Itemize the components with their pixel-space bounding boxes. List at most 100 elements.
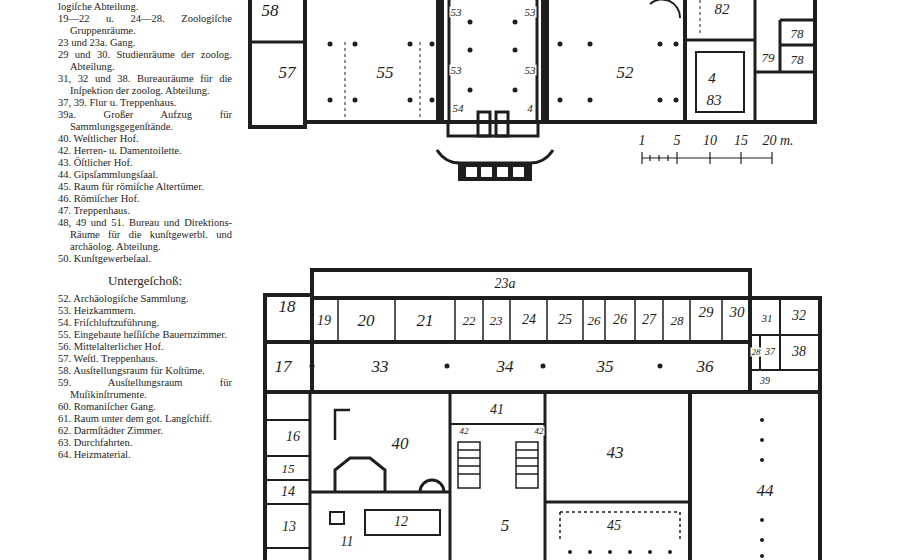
upper-plan-walls bbox=[650, 0, 680, 18]
key-entry: 39a. Großer Aufzug für Sammlungsgegenſtä… bbox=[58, 109, 232, 133]
lower-plan-thin bbox=[721, 298, 723, 342]
upper-plan-walls bbox=[541, 0, 549, 122]
room-number: 55 bbox=[376, 64, 395, 81]
column-dots bbox=[588, 550, 592, 554]
scale-figure: 15 bbox=[733, 134, 749, 148]
upper-plan-walls bbox=[436, 0, 444, 122]
key-entry: 64. Heizmaterial. bbox=[58, 449, 232, 461]
column-dots bbox=[648, 550, 652, 554]
room-number: 16 bbox=[285, 430, 301, 444]
lower-plan-walls bbox=[450, 423, 545, 425]
room-number: 21 bbox=[416, 312, 435, 329]
column-dots bbox=[468, 20, 473, 25]
upper-plan-walls bbox=[696, 52, 744, 112]
lower-plan-thin bbox=[482, 298, 484, 342]
entrance-steps bbox=[481, 167, 492, 177]
upper-plan-walls bbox=[448, 0, 451, 122]
scale-figure: 10 bbox=[702, 134, 718, 148]
column-dots bbox=[558, 42, 563, 47]
column-dots bbox=[328, 98, 333, 103]
column-dots bbox=[408, 42, 413, 47]
scale-figure: 5 bbox=[673, 134, 682, 148]
lower-plan-thin bbox=[335, 410, 350, 440]
scale-figure: 1 bbox=[638, 134, 647, 148]
lower-plan-thin bbox=[509, 298, 511, 342]
lower-plan-walls bbox=[545, 501, 690, 504]
column-dots bbox=[658, 98, 663, 103]
key-entry: 45. Raum für römiſche Altertümer. bbox=[58, 181, 232, 193]
lower-plan-thin bbox=[516, 473, 538, 475]
lower-plan-walls bbox=[265, 392, 690, 560]
key-entry: 52. Archäologiſche Sammlung. bbox=[58, 293, 232, 305]
scale-bar bbox=[709, 152, 710, 164]
lower-plan-walls bbox=[420, 480, 444, 492]
column-dots bbox=[353, 42, 358, 47]
lower-plan-walls bbox=[265, 547, 310, 549]
room-number: 32 bbox=[791, 309, 807, 323]
scale-bar bbox=[642, 157, 772, 158]
key-entry: 23 und 23a. Gang. bbox=[58, 37, 232, 49]
lower-plan-thin bbox=[458, 442, 480, 488]
room-number: 26 bbox=[587, 314, 602, 327]
room-number: 83 bbox=[706, 93, 723, 108]
lower-plan-thin bbox=[394, 298, 396, 342]
lower-plan-walls bbox=[265, 419, 310, 421]
room-number: 17 bbox=[274, 358, 293, 375]
column-dots bbox=[760, 438, 764, 442]
room-number: 14 bbox=[280, 485, 296, 499]
key-entry: 47. Treppenhaus. bbox=[58, 205, 232, 217]
room-number: 53 bbox=[450, 65, 463, 76]
room-number: 28 bbox=[670, 314, 685, 327]
upper-plan-dashes bbox=[345, 42, 346, 118]
upper-plan-walls bbox=[536, 0, 539, 122]
column-dots bbox=[588, 42, 593, 47]
column-dots bbox=[408, 98, 413, 103]
entrance-steps bbox=[466, 167, 477, 177]
room-number: 41 bbox=[489, 403, 505, 417]
room-number: 23 bbox=[489, 314, 504, 327]
lower-plan-walls bbox=[309, 392, 312, 560]
lower-plan-thin bbox=[458, 457, 480, 459]
lower-plan-walls bbox=[365, 510, 440, 535]
lower-plan-walls bbox=[265, 479, 310, 481]
room-number: 39 bbox=[759, 376, 771, 386]
entrance-steps bbox=[437, 150, 553, 163]
column-dots bbox=[430, 42, 435, 47]
upper-plan-walls bbox=[448, 122, 538, 136]
key-entry: 60. Romaniſcher Gang. bbox=[58, 401, 232, 413]
key-heading: Untergeſchoß: bbox=[58, 273, 232, 289]
column-dots bbox=[541, 364, 546, 369]
column-dots bbox=[760, 518, 764, 522]
upper-plan-walls bbox=[250, 0, 305, 127]
lower-plan-thin bbox=[458, 465, 480, 467]
entrance-steps bbox=[497, 167, 508, 177]
room-number: 22 bbox=[462, 314, 477, 327]
key-entry: 61. Raum unter dem got. Langſchiff. bbox=[58, 413, 232, 425]
lower-plan-thin bbox=[337, 298, 339, 342]
upper-plan-walls bbox=[250, 0, 815, 136]
room-number: 79 bbox=[761, 51, 776, 64]
lower-plan-walls bbox=[310, 491, 450, 494]
key-entry: 57. Weſtl. Treppenhaus. bbox=[58, 353, 232, 365]
upper-plan-walls bbox=[780, 19, 815, 22]
column-dots bbox=[468, 48, 473, 53]
key-entry: 42. Herren- u. Damentoilette. bbox=[58, 145, 232, 157]
room-number: 34 bbox=[496, 358, 515, 375]
room-number: 42 bbox=[459, 427, 470, 436]
scale-bar bbox=[676, 152, 677, 164]
lower-plan-thin bbox=[458, 473, 480, 475]
lower-plan-thin bbox=[454, 298, 456, 342]
room-number: 35 bbox=[596, 358, 615, 375]
column-dots bbox=[468, 88, 473, 93]
key-entry: 40. Weſtlicher Hof. bbox=[58, 133, 232, 145]
key-entry: 48, 49 und 51. Bureau und Direktions-Räu… bbox=[58, 217, 232, 253]
column-dots bbox=[568, 550, 572, 554]
column-dots bbox=[430, 98, 435, 103]
key-entry: 44. Gipsſammlungsſaal. bbox=[58, 169, 232, 181]
upper-plan-walls bbox=[685, 39, 755, 42]
scale-figure: 20 m. bbox=[761, 134, 794, 148]
room-number: 33 bbox=[371, 358, 390, 375]
room-number: 29 bbox=[698, 305, 715, 320]
column-dots bbox=[558, 98, 563, 103]
room-number: 23a bbox=[494, 277, 517, 291]
